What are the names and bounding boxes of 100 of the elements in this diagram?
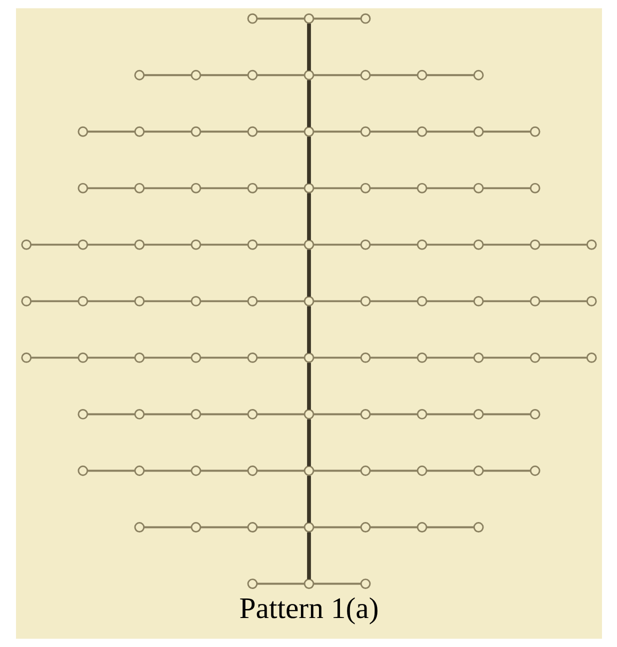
connector — [313, 130, 360, 133]
connector — [426, 470, 474, 472]
connector — [370, 526, 417, 528]
connector — [313, 356, 360, 359]
node-circle — [303, 578, 314, 589]
connector — [539, 244, 586, 246]
node-circle — [134, 296, 144, 306]
node-circle — [246, 578, 258, 589]
node-circle — [360, 522, 370, 532]
node-circle — [303, 352, 314, 363]
node-circle — [472, 182, 484, 194]
connector — [200, 356, 248, 359]
connector — [144, 356, 191, 359]
node-circle — [20, 352, 32, 363]
connector — [482, 470, 530, 472]
node-circle — [303, 70, 314, 80]
node-circle — [134, 126, 144, 137]
node-circle — [246, 13, 258, 24]
connector — [200, 130, 248, 133]
connector — [482, 300, 530, 302]
connector — [482, 244, 530, 246]
connector — [87, 187, 134, 190]
connector — [313, 526, 360, 528]
node-circle — [472, 466, 484, 476]
node-circle — [134, 466, 144, 476]
connector — [144, 74, 191, 76]
node-circle — [416, 522, 427, 532]
node-circle — [360, 182, 370, 194]
connector — [426, 300, 474, 302]
connector — [144, 244, 191, 246]
connector — [200, 74, 248, 76]
connector — [306, 193, 310, 240]
node-circle — [246, 352, 258, 363]
connector — [370, 300, 417, 302]
node-circle — [472, 352, 484, 363]
connector — [144, 300, 191, 302]
node-circle — [77, 466, 88, 476]
connector — [370, 356, 417, 359]
node-circle — [529, 409, 540, 420]
connector — [313, 470, 360, 472]
node-circle — [20, 239, 32, 250]
connector — [30, 300, 78, 302]
connector — [313, 413, 360, 416]
connector — [87, 356, 134, 359]
connector — [256, 187, 304, 190]
connector — [256, 130, 304, 133]
node-circle — [416, 182, 427, 194]
node-circle — [360, 70, 370, 80]
node-circle — [360, 578, 370, 589]
connector — [30, 244, 78, 246]
connector — [256, 470, 304, 472]
connector — [426, 130, 474, 133]
connector — [87, 300, 134, 302]
caption: Pattern 1(a) — [238, 592, 378, 625]
connector — [313, 74, 360, 76]
connector — [426, 356, 474, 359]
connector — [144, 187, 191, 190]
node-circle — [134, 70, 144, 80]
node-circle — [416, 466, 427, 476]
node-circle — [77, 296, 88, 306]
node-circle — [134, 352, 144, 363]
node-circle — [246, 522, 258, 532]
node-circle — [77, 409, 88, 420]
connector — [144, 413, 191, 416]
connector — [200, 244, 248, 246]
connector — [306, 80, 310, 128]
node-circle — [190, 296, 201, 306]
node-circle — [529, 466, 540, 476]
connector — [370, 187, 417, 190]
connector — [370, 244, 417, 246]
node-circle — [303, 126, 314, 137]
node-circle — [134, 239, 144, 250]
connector — [87, 244, 134, 246]
connector — [87, 413, 134, 416]
node-circle — [134, 409, 144, 420]
node-circle — [77, 126, 88, 137]
connector — [370, 74, 417, 76]
connector — [539, 300, 586, 302]
connector — [370, 413, 417, 416]
node-circle — [77, 239, 88, 250]
connector — [144, 130, 191, 133]
connector — [200, 526, 248, 528]
node-circle — [77, 352, 88, 363]
connector — [200, 413, 248, 416]
node-circle — [416, 126, 427, 137]
connector — [144, 526, 191, 528]
connector — [306, 136, 310, 184]
node-circle — [360, 296, 370, 306]
connector — [306, 419, 310, 466]
connector — [313, 18, 360, 20]
connector — [426, 413, 474, 416]
connector — [370, 470, 417, 472]
node-circle — [246, 126, 258, 137]
connector — [313, 582, 360, 585]
connector — [426, 526, 474, 528]
node-circle — [303, 522, 314, 532]
node-circle — [134, 522, 144, 532]
connector — [144, 470, 191, 472]
connector — [313, 244, 360, 246]
node-circle — [190, 522, 201, 532]
